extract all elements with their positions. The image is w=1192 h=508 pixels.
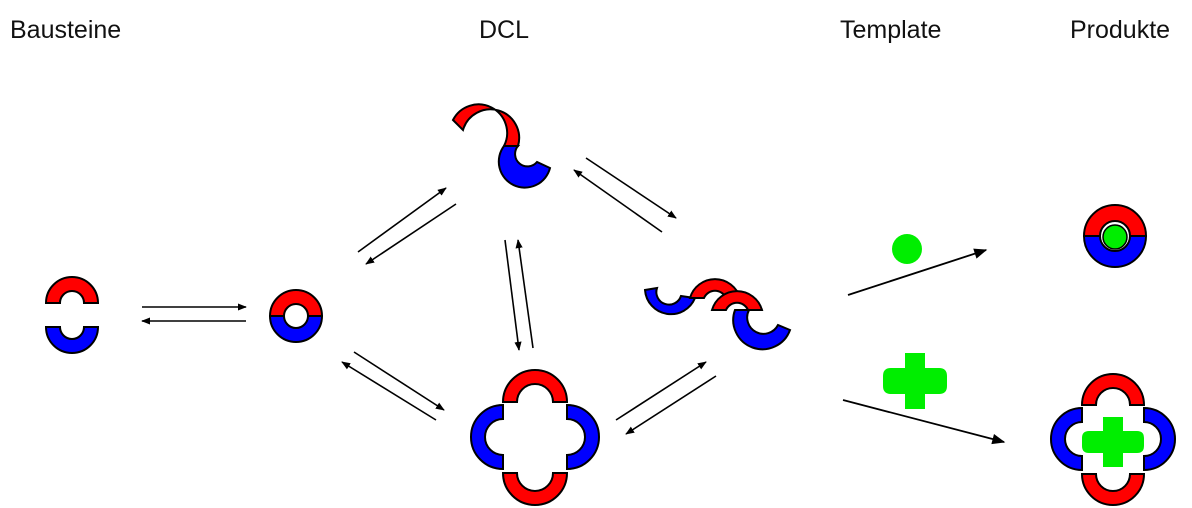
heading-template: Template — [840, 16, 942, 44]
equilibrium-blocks-ring — [141, 303, 247, 325]
blue-half-ring — [1143, 406, 1176, 472]
linear-tetramer — [643, 278, 792, 351]
equilibrium-tetramer-linear — [615, 361, 717, 435]
equilibrium-ring-tetramer — [341, 351, 445, 421]
arrow-to-cross-product — [842, 399, 1006, 445]
s-shaped-dimer — [451, 103, 552, 189]
blue-half-ring — [268, 315, 324, 343]
red-half-ring — [1080, 473, 1146, 506]
heading-building-blocks: Bausteine — [10, 16, 122, 44]
cross-template — [883, 353, 947, 409]
blue-arc-segment — [732, 309, 792, 351]
heading-products: Produkte — [1070, 16, 1171, 44]
red-arc-segment — [710, 290, 764, 311]
tetramer-with-cross-product — [1050, 373, 1176, 506]
ring-with-sphere-product — [1082, 204, 1148, 268]
blue-half-ring — [1050, 406, 1083, 472]
red-half-ring — [268, 289, 324, 317]
blue-arc-segment — [497, 145, 552, 189]
red-half-ring — [1080, 373, 1146, 406]
blue-half-ring — [470, 403, 504, 471]
sphere-guest — [1102, 224, 1128, 250]
heading-library: DCL — [479, 16, 530, 44]
blue-half-ring — [44, 326, 100, 354]
equilibrium-sdimer-linear — [573, 157, 677, 233]
red-arc-segment — [451, 103, 521, 147]
equilibrium-sdimer-tetramer — [504, 239, 534, 351]
equilibrium-ring-sdimer — [357, 187, 457, 265]
blue-half-ring — [1082, 235, 1148, 268]
building-block-halves — [44, 276, 100, 354]
blue-half-ring — [566, 403, 600, 471]
red-half-ring — [1082, 204, 1148, 237]
red-half-ring — [44, 276, 100, 304]
sphere-template — [892, 234, 922, 264]
cross-guest — [1082, 417, 1144, 467]
blue-arc-segment — [643, 286, 697, 316]
arrow-to-sphere-product — [847, 248, 988, 296]
red-half-ring — [501, 369, 569, 403]
red-half-ring — [501, 472, 569, 506]
ring-product — [268, 289, 324, 343]
cyclic-tetramer — [470, 369, 600, 506]
